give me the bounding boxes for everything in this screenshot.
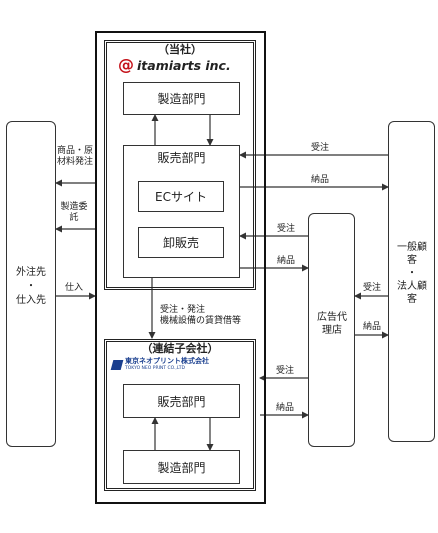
group-outer-frame — [95, 31, 266, 504]
label-agency-order-company: 受注 — [276, 224, 295, 234]
subsidiary-sales-box: 販売部門 — [123, 384, 240, 418]
label-delivery-company: 納品 — [310, 175, 329, 185]
itamiarts-logo-icon: @ — [118, 55, 134, 74]
company-manufacturing-box: 製造部門 — [123, 82, 240, 115]
label-order-receipt-company: 受注 — [310, 143, 329, 153]
company-ec-site-box: ECサイト — [138, 181, 224, 212]
subsidiary-logo: 東京ネオプリント株式会社 TOKYO NEO PRINT CO.,LTD — [110, 357, 252, 373]
advertising-agency-box: 広告代理店 — [308, 213, 355, 447]
company-heading: （当社） — [158, 43, 202, 56]
label-agency-delivery-company: 納品 — [276, 256, 295, 266]
company-logo-text: itamiarts inc. — [137, 57, 231, 73]
label-agency-order-sub: 受注 — [275, 366, 294, 376]
label-intercompany-line1: 受注・発注 — [160, 305, 206, 315]
subsidiary-frame — [104, 339, 256, 491]
label-agency-delivery-sub: 納品 — [275, 403, 294, 413]
label-manufacturing-order: 製造委託 — [60, 202, 88, 223]
outsource-supplier-box: 外注先 ・ 仕入先 — [6, 121, 56, 447]
agency-label: 広告代理店 — [317, 312, 347, 336]
supplier-label: 仕入先 — [16, 295, 46, 306]
company-wholesale-box: 卸販売 — [138, 227, 224, 258]
subsidiary-logo-text: 東京ネオプリント株式会社 — [125, 357, 209, 365]
label-purchase: 仕入 — [64, 283, 83, 293]
label-customer-order-agency: 受注 — [362, 283, 381, 293]
outsource-separator: ・ — [26, 281, 36, 292]
tokyo-neo-print-logo-icon — [110, 360, 124, 370]
customer-separator: ・ — [407, 268, 417, 279]
label-goods-materials-order: 商品・原材料発注 — [57, 146, 94, 167]
customer-box: 一般顧客 ・ 法人顧客 — [388, 121, 435, 442]
company-logo: @ itamiarts inc. — [118, 56, 248, 74]
subsidiary-heading: （連結子会社） — [141, 342, 219, 355]
outsource-label: 外注先 — [16, 267, 46, 278]
subsidiary-logo-subtext: TOKYO NEO PRINT CO.,LTD — [125, 366, 185, 371]
label-intercompany-line2: 機械設備の賃貸借等 — [160, 316, 242, 326]
company-frame — [104, 40, 256, 290]
corporate-customer-label: 法人顧客 — [397, 281, 427, 305]
general-customer-label: 一般顧客 — [397, 242, 427, 266]
company-sales-label: 販売部門 — [157, 150, 206, 165]
label-customer-delivery-agency: 納品 — [362, 322, 381, 332]
label-intercompany: 受注・発注 機械設備の賃貸借等 — [160, 305, 270, 327]
subsidiary-manufacturing-box: 製造部門 — [123, 450, 240, 484]
